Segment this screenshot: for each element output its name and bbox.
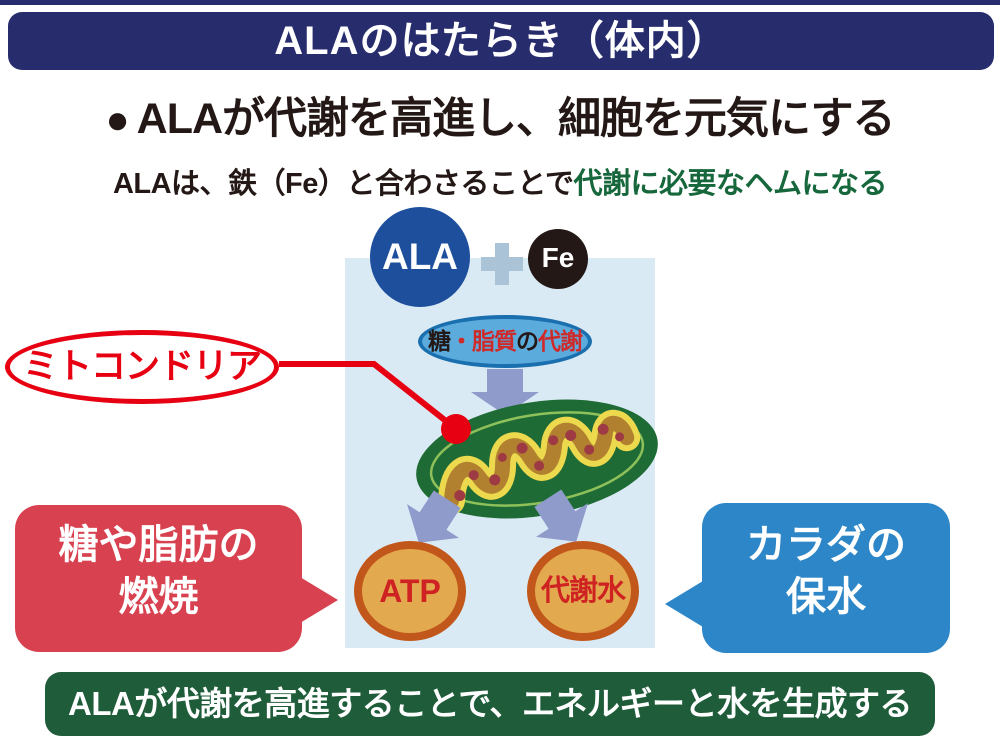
footer-text: ALAが代謝を高進することで、エネルギーと水を生成する (67, 685, 913, 722)
bullet-icon: ● (105, 98, 130, 142)
subtitle-green-text: 代謝に必要なヘムになる (573, 168, 888, 200)
oval-seg1: 糖 (428, 328, 451, 354)
mitochondria-callout: ミトコンドリア (5, 330, 279, 404)
page-title: ALAのはたらき（体内） (274, 19, 728, 63)
ala-circle-label: ALA (381, 236, 459, 277)
hydration-bubble-line2: 保水 (786, 575, 866, 619)
burning-bubble: 糖や脂肪の 燃焼 (15, 505, 338, 652)
hydration-bubble: カラダの 保水 (665, 503, 950, 653)
atp-label: ATP (379, 573, 441, 609)
main-heading-text: ALAが代謝を高進し、細胞を元気にする (136, 95, 896, 143)
subtitle: ALAは、鉄（Fe）と合わさることで代謝に必要なヘムになる (0, 160, 1000, 202)
main-heading: ●ALAが代謝を高進し、細胞を元気にする (0, 84, 1000, 146)
oval-seg2: ・ (450, 328, 473, 354)
fe-circle: Fe (528, 229, 588, 289)
footer-banner: ALAが代謝を高進することで、エネルギーと水を生成する (45, 672, 935, 736)
burning-bubble-tail (300, 577, 338, 623)
metabolic-water-oval: 代謝水 (527, 541, 639, 641)
plus-vertical-bar (495, 243, 509, 285)
plus-icon (481, 243, 523, 285)
burning-bubble-line1: 糖や脂肪の (58, 523, 259, 567)
oval-seg3: 脂質 (472, 328, 517, 354)
hydration-bubble-line1: カラダの (746, 523, 906, 567)
top-border-strip (0, 0, 1000, 5)
fe-circle-label: Fe (541, 242, 575, 273)
subtitle-black-text: ALAは、鉄（Fe）と合わさることで (112, 168, 574, 200)
metabolism-oval: 糖・脂質の代謝 (418, 315, 592, 368)
oval-seg5: 代謝 (538, 328, 583, 354)
hydration-bubble-tail (665, 581, 703, 627)
ala-circle: ALA (370, 207, 470, 307)
metabolic-water-label: 代謝水 (540, 575, 626, 607)
burning-bubble-line2: 燃焼 (118, 575, 199, 619)
oval-seg4: の (516, 328, 539, 354)
atp-oval: ATP (354, 541, 466, 641)
mitochondria-callout-label: ミトコンドリア (22, 347, 262, 386)
header-banner: ALAのはたらき（体内） (8, 12, 994, 70)
